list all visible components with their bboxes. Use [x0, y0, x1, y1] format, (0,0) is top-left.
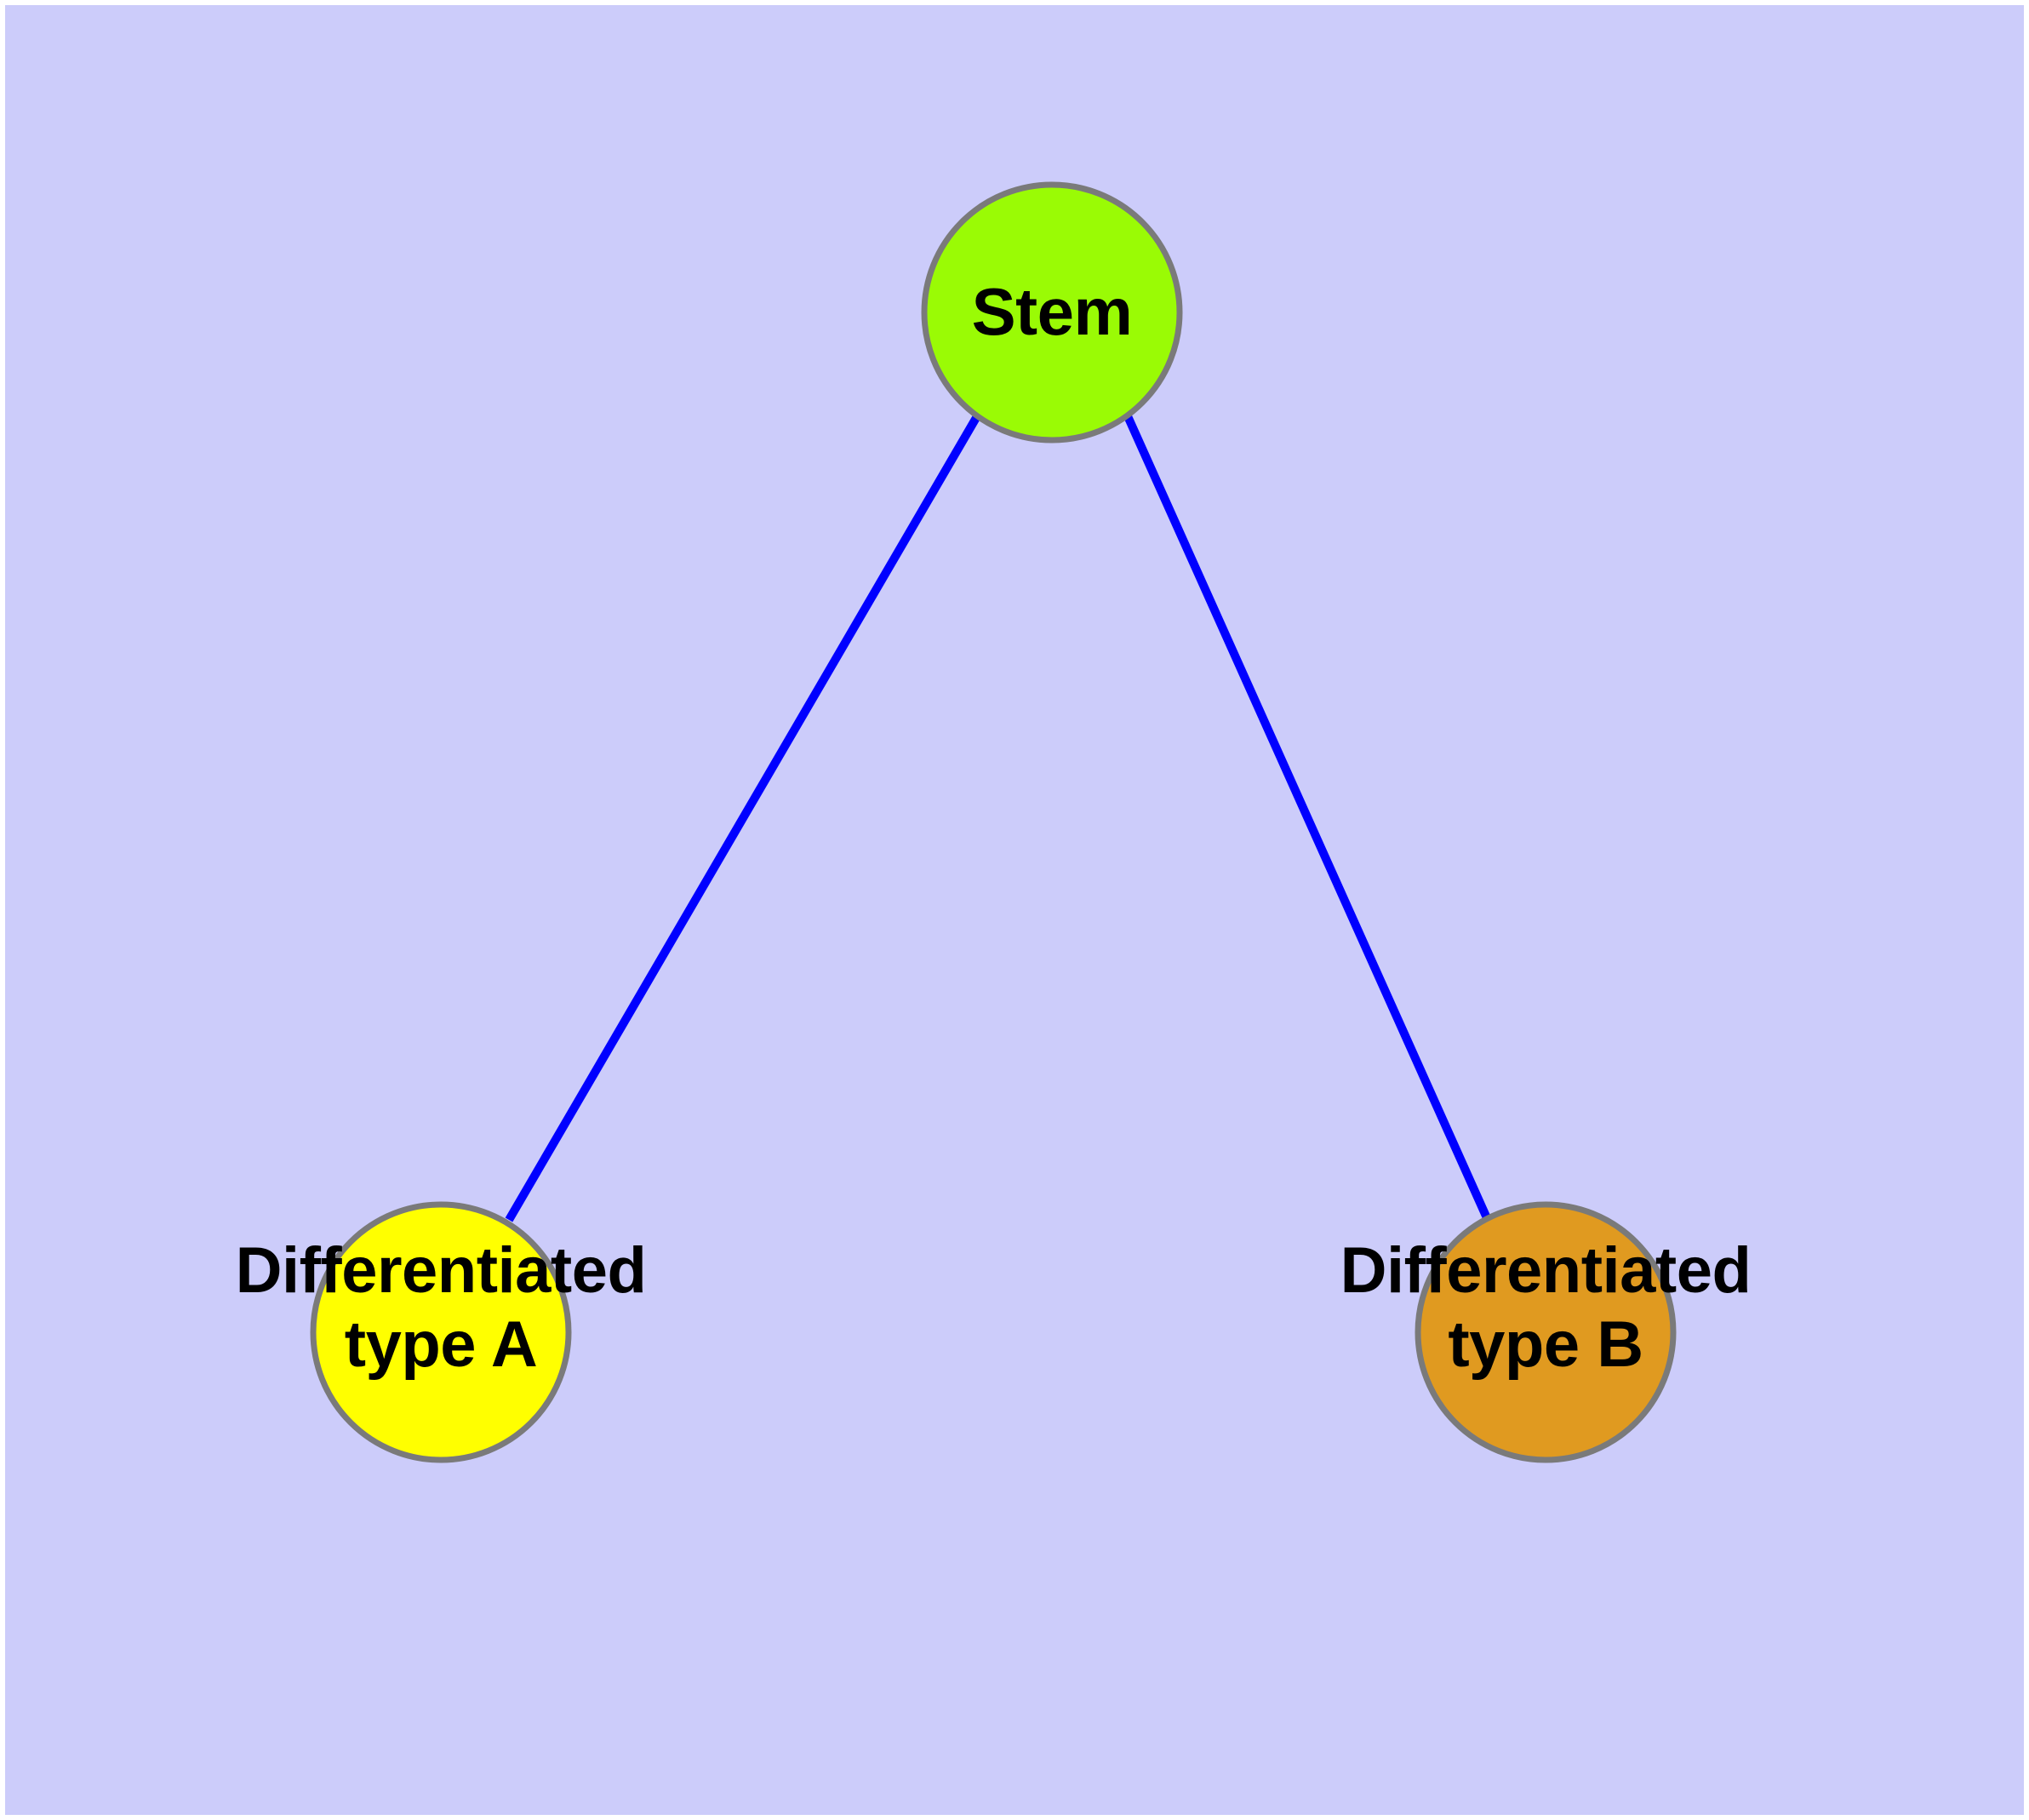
node-differentiated-type-b[interactable] — [1415, 1201, 1677, 1463]
edge-layer — [505, 414, 1492, 1222]
node-stem[interactable] — [921, 181, 1183, 444]
graph-svg — [310, 181, 1677, 1463]
node-layer — [310, 181, 1677, 1463]
edge-stem-to-diff-b — [1123, 414, 1492, 1222]
edge-stem-to-diff-a — [505, 414, 981, 1222]
diagram-canvas: Stem Differentiated type A Differentiate… — [5, 5, 2024, 1815]
node-differentiated-type-a[interactable] — [310, 1201, 572, 1463]
